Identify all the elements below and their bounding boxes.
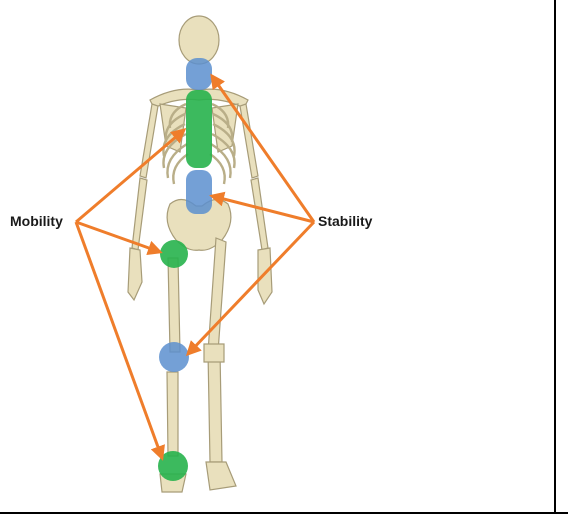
- hip-mobility: [160, 240, 188, 268]
- stability-label: Stability: [318, 213, 372, 229]
- right-forearm: [251, 178, 268, 250]
- right-humerus: [240, 104, 258, 178]
- right-knee: [204, 344, 224, 362]
- left-forearm: [132, 178, 147, 250]
- mobility-arrow-ankle: [76, 222, 162, 458]
- right-tibia: [208, 352, 222, 462]
- cervical-spine-stability: [186, 58, 212, 90]
- mobility-label: Mobility: [10, 213, 63, 229]
- left-femur: [168, 258, 180, 352]
- right-foot: [206, 462, 236, 490]
- left-tibia: [167, 372, 178, 456]
- thoracic-spine-mobility: [186, 90, 212, 168]
- skull: [179, 16, 219, 64]
- right-hand: [258, 248, 272, 304]
- right-border-line: [554, 0, 556, 512]
- left-hand: [128, 248, 142, 300]
- mobility-arrow-hip: [76, 222, 160, 252]
- lumbar-spine-stability: [186, 170, 212, 214]
- right-femur: [208, 238, 226, 352]
- bottom-divider-line: [0, 512, 568, 514]
- knee-stability: [159, 342, 189, 372]
